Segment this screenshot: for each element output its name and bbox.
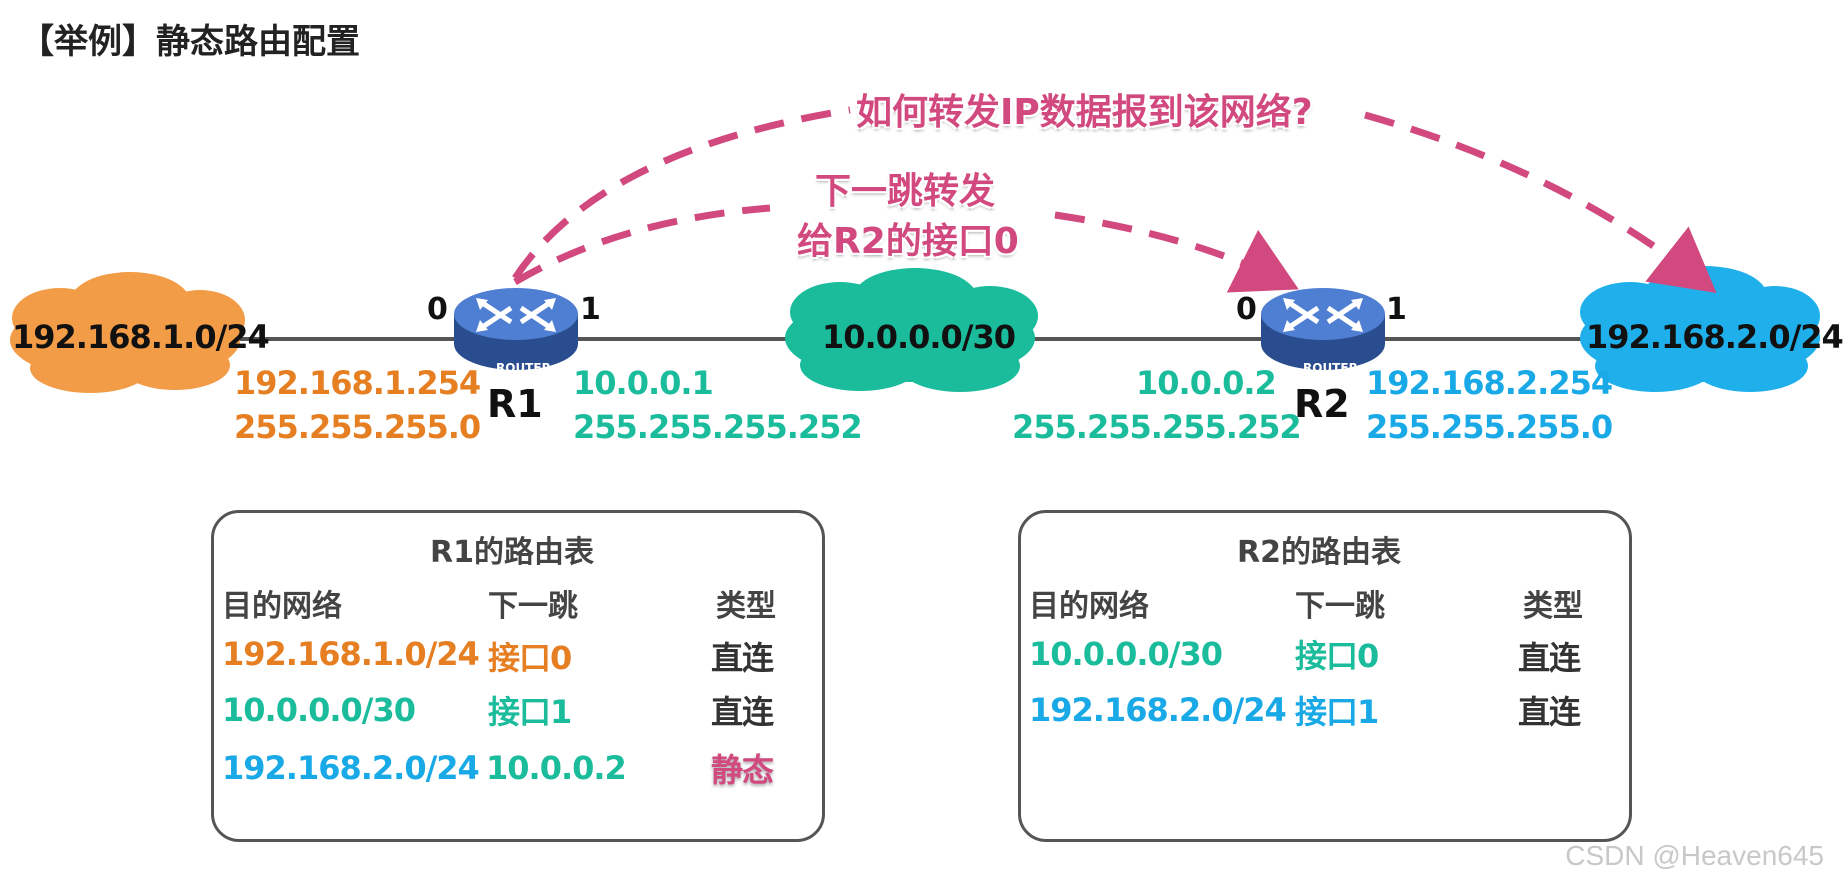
network-label-left: 192.168.1.0/24 xyxy=(12,318,270,356)
r1-row1-type: 直连 xyxy=(711,639,774,677)
r1-port0-label: 0 xyxy=(427,292,448,327)
router-icon xyxy=(1261,288,1385,370)
network-label-middle: 10.0.0.0/30 xyxy=(822,318,1016,356)
r2-row1-type: 直连 xyxy=(1518,639,1581,677)
r1-row2-destination: 10.0.0.0/30 xyxy=(222,691,416,729)
r2-if0-ip: 10.0.0.2 xyxy=(1136,364,1277,402)
r1-table-title: R1的路由表 xyxy=(430,535,594,570)
r2-row1-next-hop: 接口0 xyxy=(1295,637,1379,675)
r1-row3-next-hop: 10.0.0.2 xyxy=(486,749,627,787)
r2-table-title: R2的路由表 xyxy=(1237,535,1401,570)
r2-name: R2 xyxy=(1294,382,1350,426)
network-label-right: 192.168.2.0/24 xyxy=(1586,318,1843,356)
r2-port1-label: 1 xyxy=(1386,292,1407,327)
r2-if1-mask: 255.255.255.0 xyxy=(1366,408,1613,446)
next-hop-arrow-right xyxy=(1054,211,1299,293)
r1-port1-label: 1 xyxy=(580,292,601,327)
r1-row3-destination: 192.168.2.0/24 xyxy=(222,749,480,787)
question-arrow-left xyxy=(512,106,851,280)
r2-row2-destination: 192.168.2.0/24 xyxy=(1029,691,1287,729)
next-hop-annotation-line2: 给R2的接口0 xyxy=(797,221,1019,262)
r1-header-destination: 目的网络 xyxy=(222,589,342,624)
r2-routing-table: R2的路由表 目的网络 下一跳 类型 10.0.0.0/30 接口0 直连 19… xyxy=(1018,510,1632,842)
r1-if1-mask: 255.255.255.252 xyxy=(573,408,863,446)
cloud-left xyxy=(10,272,245,393)
r1-if0-ip: 192.168.1.254 xyxy=(234,364,481,402)
watermark: CSDN @Heaven645 xyxy=(1565,840,1824,871)
router-icon xyxy=(454,288,578,370)
r2-if1-ip: 192.168.2.254 xyxy=(1366,364,1613,402)
r2-row2-next-hop: 接口1 xyxy=(1295,693,1379,731)
cloud-middle xyxy=(785,268,1038,392)
next-hop-arrow-left xyxy=(513,204,771,286)
r2-header-type: 类型 xyxy=(1523,589,1583,624)
r1-row2-next-hop: 接口1 xyxy=(488,693,572,731)
r2-if0-mask: 255.255.255.252 xyxy=(1012,408,1302,446)
r2-row1-destination: 10.0.0.0/30 xyxy=(1029,635,1223,673)
r1-row1-next-hop: 接口0 xyxy=(488,639,572,677)
cloud-right xyxy=(1580,266,1820,392)
r2-header-next-hop: 下一跳 xyxy=(1295,589,1385,624)
r1-if0-mask: 255.255.255.0 xyxy=(234,408,481,446)
r2-port0-label: 0 xyxy=(1236,292,1257,327)
r1-row1-destination: 192.168.1.0/24 xyxy=(222,635,480,673)
r1-row2-type: 直连 xyxy=(711,693,774,731)
r1-routing-table: R1的路由表 目的网络 下一跳 类型 192.168.1.0/24 接口0 直连… xyxy=(211,510,825,842)
question-arrow-right xyxy=(1364,111,1717,293)
r2-header-destination: 目的网络 xyxy=(1029,589,1149,624)
next-hop-annotation-line1: 下一跳转发 xyxy=(815,171,996,212)
r1-name: R1 xyxy=(487,382,543,426)
r1-header-next-hop: 下一跳 xyxy=(488,589,578,624)
page-title: 【举例】静态路由配置 xyxy=(20,22,360,62)
r2-icon-label: ROUTER xyxy=(1303,361,1358,375)
r1-icon-label: ROUTER xyxy=(496,361,551,375)
r1-row3-type: 静态 xyxy=(711,751,774,789)
r1-if1-ip: 10.0.0.1 xyxy=(573,364,714,402)
question-annotation: 如何转发IP数据报到该网络? xyxy=(856,92,1313,133)
r2-row2-type: 直连 xyxy=(1518,693,1581,731)
r1-header-type: 类型 xyxy=(716,589,776,624)
